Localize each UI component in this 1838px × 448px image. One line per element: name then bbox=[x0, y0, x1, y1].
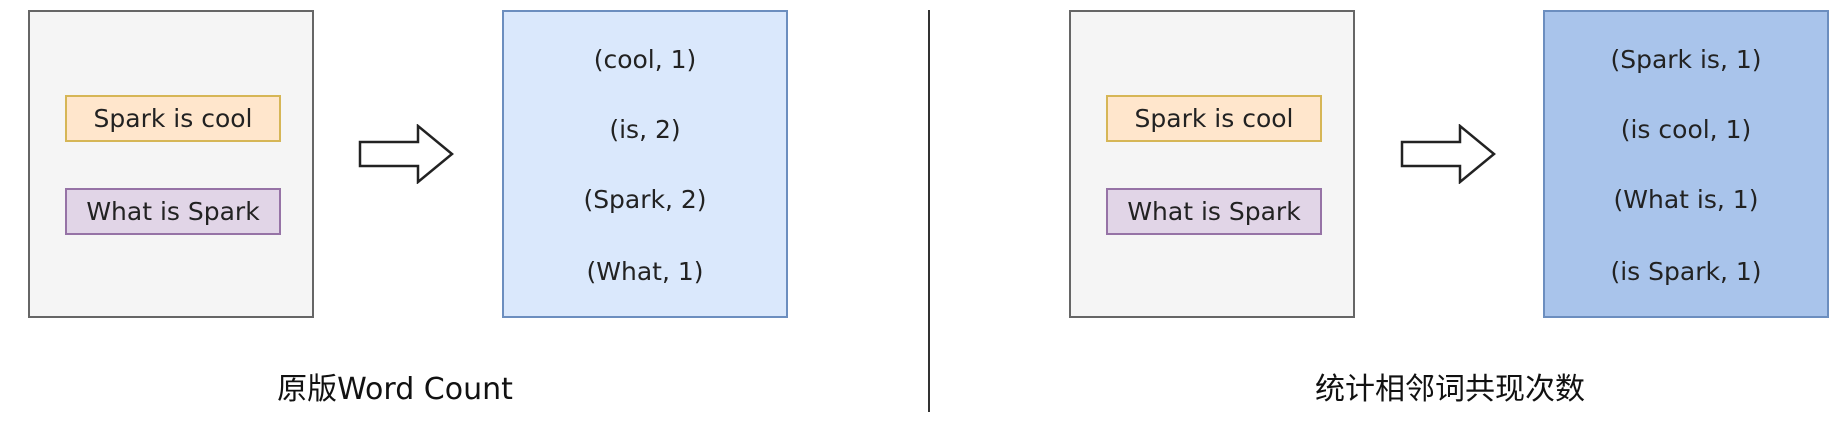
right-input-line-2: What is Spark bbox=[1106, 188, 1322, 235]
right-caption: 统计相邻词共现次数 bbox=[1315, 372, 1585, 407]
result-item: (What, 1) bbox=[586, 257, 704, 286]
left-input-line-1: Spark is cool bbox=[65, 95, 281, 142]
result-item: (cool, 1) bbox=[593, 45, 697, 74]
right-input-panel: Spark is cool What is Spark bbox=[1069, 10, 1355, 318]
left-output-panel: (cool, 1) (is, 2) (Spark, 2) (What, 1) bbox=[502, 10, 788, 318]
result-item: (Spark, 2) bbox=[583, 185, 707, 214]
left-input-line-2: What is Spark bbox=[65, 188, 281, 235]
left-input-panel: Spark is cool What is Spark bbox=[28, 10, 314, 318]
right-input-line-1: Spark is cool bbox=[1106, 95, 1322, 142]
right-output-panel: (Spark is, 1) (is cool, 1) (What is, 1) … bbox=[1543, 10, 1829, 318]
result-item: (is, 2) bbox=[609, 115, 681, 144]
result-item: (is Spark, 1) bbox=[1610, 257, 1762, 286]
result-item: (What is, 1) bbox=[1613, 185, 1759, 214]
result-item: (is cool, 1) bbox=[1620, 115, 1752, 144]
right-arrow-icon bbox=[358, 124, 454, 184]
right-arrow-icon bbox=[1400, 124, 1496, 184]
right-result-list: (Spark is, 1) (is cool, 1) (What is, 1) … bbox=[1545, 12, 1827, 316]
result-item: (Spark is, 1) bbox=[1610, 45, 1762, 74]
left-result-list: (cool, 1) (is, 2) (Spark, 2) (What, 1) bbox=[504, 12, 786, 316]
left-caption: 原版Word Count bbox=[277, 372, 513, 407]
section-divider bbox=[928, 10, 930, 412]
